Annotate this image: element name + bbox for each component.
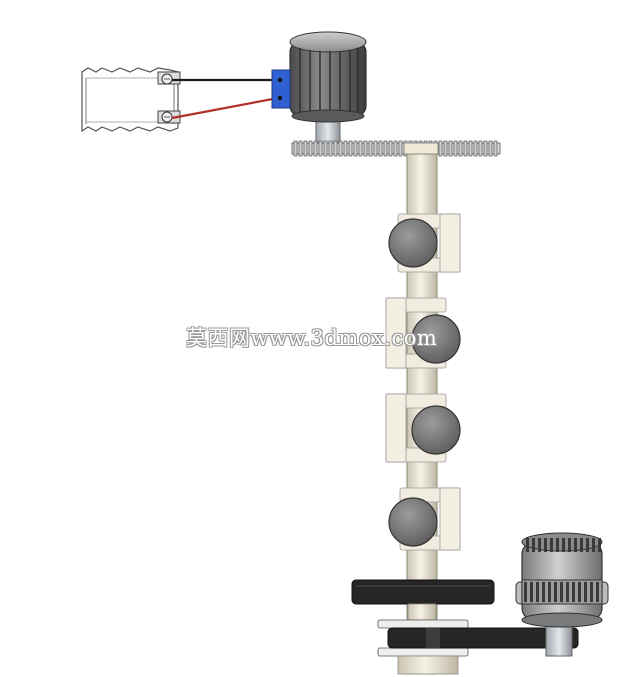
gear-tooth bbox=[443, 140, 448, 157]
cooling-fin bbox=[596, 582, 599, 602]
gear-tooth bbox=[483, 140, 488, 157]
cooling-fin bbox=[536, 582, 539, 602]
gear-tooth bbox=[323, 140, 328, 157]
gear-tooth bbox=[333, 140, 338, 157]
cooling-fin bbox=[542, 582, 545, 602]
gear-tooth bbox=[363, 140, 368, 157]
cooling-fin bbox=[568, 538, 571, 552]
gear-tooth bbox=[338, 140, 343, 157]
cooling-fin bbox=[598, 538, 601, 552]
gear-tooth bbox=[313, 140, 318, 157]
spur-gear-icon bbox=[291, 140, 501, 157]
gear-tooth bbox=[308, 140, 313, 157]
gear-tooth bbox=[468, 140, 473, 157]
gear-tooth bbox=[383, 140, 388, 157]
cam-stage-1 bbox=[388, 213, 461, 273]
cooling-fin bbox=[538, 538, 541, 552]
terminal-block bbox=[271, 69, 291, 109]
gear-tooth bbox=[478, 140, 483, 157]
gear-tooth bbox=[473, 140, 478, 157]
wires bbox=[171, 78, 279, 120]
gear-tooth bbox=[328, 140, 333, 157]
wire-red bbox=[171, 96, 279, 120]
cooling-fin bbox=[586, 538, 589, 552]
cooling-fin bbox=[578, 582, 581, 602]
gear-tooth bbox=[448, 140, 453, 157]
cooling-fin bbox=[556, 538, 559, 552]
cooling-fin bbox=[554, 582, 557, 602]
cooling-fin bbox=[592, 538, 595, 552]
cam-lobe-icon bbox=[411, 405, 461, 455]
cooling-fin bbox=[550, 538, 553, 552]
gear-tooth bbox=[388, 140, 393, 157]
battery-holder-icon bbox=[81, 67, 181, 133]
pulley-icon bbox=[351, 579, 495, 621]
gear-tooth bbox=[293, 140, 298, 157]
gear-tooth bbox=[378, 140, 383, 157]
cooling-fin bbox=[526, 538, 529, 552]
cooling-fin bbox=[566, 582, 569, 602]
gear-tooth bbox=[493, 140, 498, 157]
cooling-fin bbox=[560, 582, 563, 602]
dc-motor-icon bbox=[515, 532, 609, 657]
gear-tooth bbox=[318, 140, 323, 157]
cooling-fin bbox=[572, 582, 575, 602]
cam-stage-3 bbox=[385, 393, 461, 463]
cooling-fin bbox=[544, 538, 547, 552]
cooling-fin bbox=[530, 582, 533, 602]
gear-tooth bbox=[458, 140, 463, 157]
watermark-text: 莫西网www.3dmox.com bbox=[186, 326, 438, 350]
cooling-fin bbox=[562, 538, 565, 552]
gear-tooth bbox=[303, 140, 308, 157]
drive-belt-icon bbox=[377, 619, 579, 675]
gear-tooth bbox=[353, 140, 358, 157]
cooling-fin bbox=[584, 582, 587, 602]
gear-tooth bbox=[368, 140, 373, 157]
gear-tooth bbox=[463, 140, 468, 157]
gear-tooth bbox=[393, 140, 398, 157]
cooling-fin bbox=[532, 538, 535, 552]
cam-stage-4 bbox=[388, 487, 461, 551]
cam-lobe-icon bbox=[388, 218, 438, 268]
gear-tooth bbox=[453, 140, 458, 157]
gear-tooth bbox=[373, 140, 378, 157]
gear-tooth bbox=[298, 140, 303, 157]
cam-lobe-icon bbox=[388, 497, 438, 547]
gear-tooth bbox=[488, 140, 493, 157]
cooling-fin bbox=[574, 538, 577, 552]
cooling-fin bbox=[524, 582, 527, 602]
dc-motor-icon bbox=[271, 31, 367, 149]
cam-lobe-icon bbox=[411, 314, 461, 364]
gear-tooth bbox=[343, 140, 348, 157]
cam-stage-2 bbox=[385, 297, 461, 369]
gear-tooth bbox=[438, 140, 443, 157]
gear-tooth bbox=[348, 140, 353, 157]
cooling-fin bbox=[548, 582, 551, 602]
cooling-fin bbox=[590, 582, 593, 602]
gear-tooth bbox=[398, 140, 403, 157]
gear-tooth bbox=[358, 140, 363, 157]
cooling-fin bbox=[580, 538, 583, 552]
